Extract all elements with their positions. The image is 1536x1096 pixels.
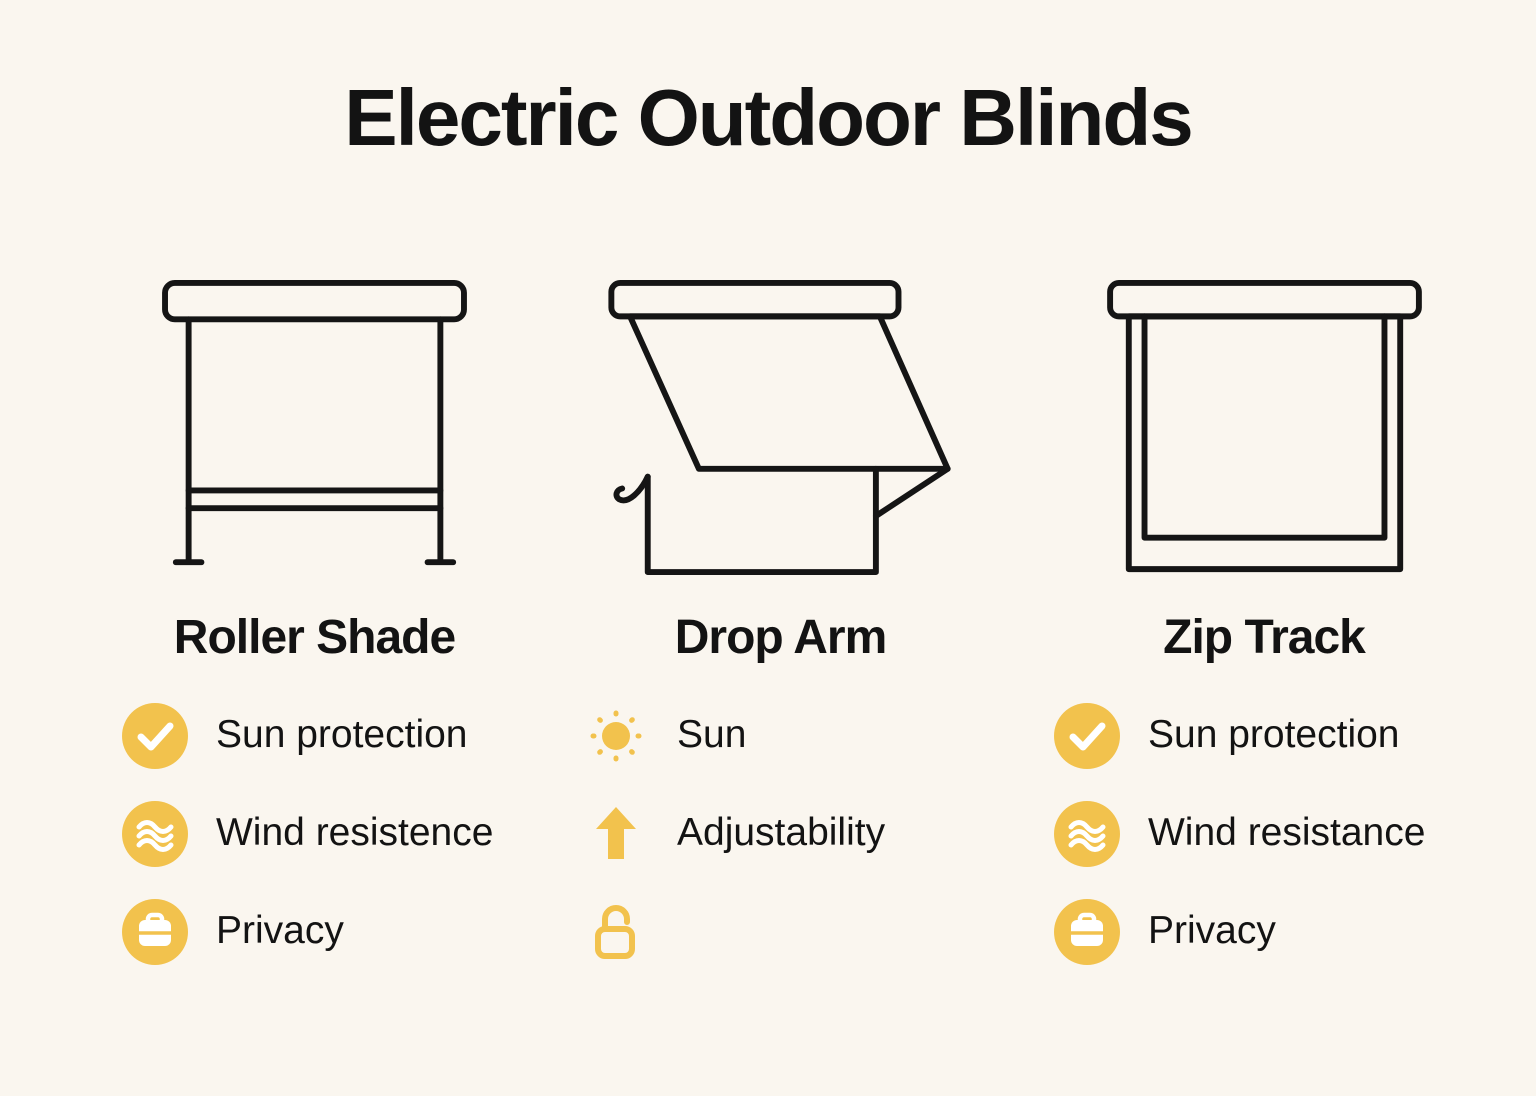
drop-arm-drawing: [608, 279, 951, 575]
column-roller-shade: Roller Shade Sun protection: [122, 279, 507, 965]
feature-label: Sun protection: [216, 713, 468, 757]
feature-row: Privacy: [122, 898, 507, 965]
column-zip-track: Zip Track Sun protection: [1054, 279, 1474, 965]
column-heading: Drop Arm: [674, 610, 888, 664]
feature-label: Adjustability: [677, 811, 886, 855]
feature-row: Privacy: [1054, 898, 1474, 965]
feature-row: Wind resistance: [1054, 800, 1474, 867]
column-heading: Roller Shade: [173, 610, 456, 664]
feature-label: Wind resistence: [216, 811, 494, 855]
waves-icon: [1054, 800, 1120, 867]
check-icon: [1054, 702, 1120, 769]
privacy-lock-icon: [1054, 898, 1120, 965]
feature-row: Adjustability: [583, 801, 978, 867]
open-padlock-icon: [583, 899, 649, 965]
column-heading: Zip Track: [1163, 610, 1366, 664]
feature-list: Sun Adjustability: [583, 703, 978, 965]
page-title: Electric Outdoor Blinds: [344, 73, 1193, 162]
drop-arm-illustration: [583, 279, 978, 576]
privacy-lock-icon: [122, 898, 188, 965]
feature-label: Sun protection: [1148, 713, 1400, 757]
feature-row: Wind resistence: [122, 800, 507, 867]
waves-icon: [122, 800, 188, 867]
roller-shade-drawing: [162, 279, 467, 565]
roller-shade-illustration: [122, 279, 507, 576]
column-drop-arm: Drop Arm: [583, 279, 978, 965]
feature-row: [583, 899, 978, 965]
arrow-up-icon: [583, 801, 649, 867]
feature-list: Sun protection Wind resistence: [122, 702, 507, 965]
feature-row: Sun protection: [1054, 702, 1474, 769]
check-icon: [122, 702, 188, 769]
feature-row: Sun: [583, 703, 978, 769]
columns-container: Roller Shade Sun protection: [0, 218, 1536, 965]
feature-label: Wind resistance: [1148, 811, 1426, 855]
feature-list: Sun protection Wind resistance: [1054, 702, 1474, 965]
feature-row: Sun protection: [122, 702, 507, 769]
feature-label: Privacy: [1148, 909, 1276, 953]
sun-icon: [583, 703, 649, 769]
zip-track-illustration: [1054, 279, 1474, 576]
zip-track-drawing: [1106, 279, 1422, 572]
feature-label: Sun: [677, 713, 747, 757]
feature-label: Privacy: [216, 909, 344, 953]
